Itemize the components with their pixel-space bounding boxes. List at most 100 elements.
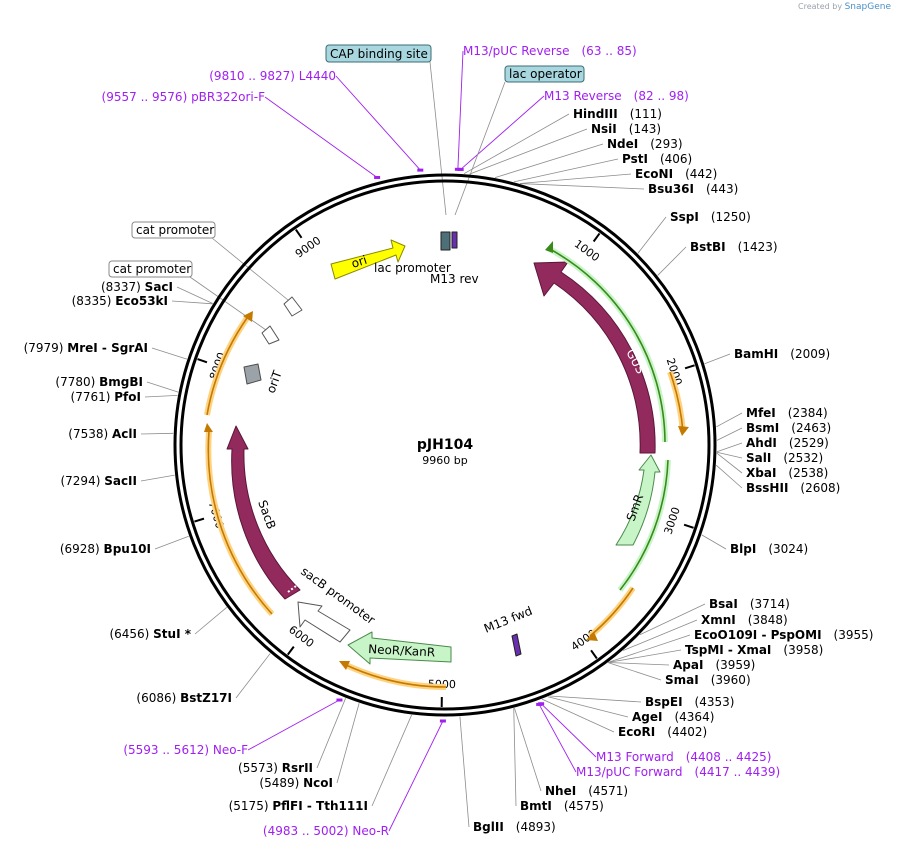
enzyme-label[interactable]: (6086) BstZ17I xyxy=(136,691,232,705)
callout-cat-promoter-1: cat promoter xyxy=(136,223,214,237)
enzyme-label[interactable]: MfeI(2384) xyxy=(746,406,828,420)
primer-label[interactable]: M13/pUC Forward(4417 .. 4439) xyxy=(576,765,780,779)
cat-promoter-2-feature[interactable] xyxy=(261,325,280,345)
orit-feature[interactable] xyxy=(243,363,262,385)
enzyme-connector xyxy=(701,534,727,550)
smr-feature[interactable] xyxy=(615,454,661,546)
site-labels: HindIII(111)NsiI(143)NdeI(293)PstI(406)E… xyxy=(24,44,874,838)
enzyme-label[interactable]: BglII(4893) xyxy=(473,820,556,834)
enzyme-connector xyxy=(235,653,271,699)
enzyme-label[interactable]: SmaI(3960) xyxy=(665,673,751,687)
enzyme-label[interactable]: (7761) PfoI xyxy=(71,390,141,404)
tick-label: 6000 xyxy=(286,623,316,650)
primer-label[interactable]: M13 Reverse(82 .. 98) xyxy=(544,89,689,103)
enzyme-label[interactable]: AhdI(2529) xyxy=(746,436,829,450)
enzyme-connector xyxy=(463,113,570,175)
enzyme-label[interactable]: (6456) StuI * xyxy=(109,627,191,641)
enzyme-connector xyxy=(520,183,645,190)
enzyme-label[interactable]: TspMI - XmaI(3958) xyxy=(685,643,823,657)
primer-connector xyxy=(388,720,444,832)
enzyme-label[interactable]: ApaI(3959) xyxy=(673,658,755,672)
enzyme-label[interactable]: Bsu36I(443) xyxy=(648,182,738,196)
enzyme-label[interactable]: BspEI(4353) xyxy=(645,695,734,709)
enzyme-label[interactable]: (7294) SacII xyxy=(60,474,137,488)
m13fwd-feature[interactable] xyxy=(511,633,522,657)
enzyme-label[interactable]: EcoRI(4402) xyxy=(618,725,707,739)
enzyme-connector xyxy=(151,347,188,360)
enzyme-label[interactable]: EcoO109I - PspOMI(3955) xyxy=(694,628,873,642)
lac-promoter-feature[interactable] xyxy=(440,231,451,251)
enzyme-connector xyxy=(513,708,517,807)
ori-feature[interactable] xyxy=(330,239,406,280)
enzyme-label[interactable]: NsiI(143) xyxy=(591,122,661,136)
enzyme-label[interactable]: BsmI(2463) xyxy=(746,421,831,435)
enzyme-label[interactable]: (7780) BmgBI xyxy=(55,375,143,389)
primer-mark xyxy=(457,167,464,171)
enzyme-connector xyxy=(171,300,213,305)
enzyme-label[interactable]: BamHI(2009) xyxy=(734,347,830,361)
primer-label[interactable]: M13/pUC Reverse(63 .. 85) xyxy=(463,44,637,58)
enzyme-label[interactable]: (5573) RsrII xyxy=(238,761,313,775)
m13rev-feature[interactable] xyxy=(451,231,458,249)
enzyme-label[interactable]: (7979) MreI - SgrAI xyxy=(24,341,148,355)
sacb-label: SacB xyxy=(255,498,278,531)
enzyme-label[interactable]: (8335) Eco53kI xyxy=(72,294,168,308)
enzyme-label[interactable]: (7538) AclI xyxy=(68,427,137,441)
cat-promoter-1-feature[interactable] xyxy=(283,296,303,317)
enzyme-connector xyxy=(336,702,360,784)
enzyme-label[interactable]: (6928) Bpu10I xyxy=(60,542,151,556)
gus-feature[interactable] xyxy=(533,261,656,454)
primer-label[interactable]: (4983 .. 5002) Neo-R xyxy=(263,824,389,838)
enzyme-connector xyxy=(639,603,706,636)
enzyme-connector xyxy=(140,474,175,482)
sacb-feature[interactable] xyxy=(226,425,301,600)
enzyme-label[interactable]: NdeI(293) xyxy=(607,137,683,151)
enzyme-connector xyxy=(144,394,178,398)
primer-label[interactable]: (9810 .. 9827) L4440 xyxy=(209,69,336,83)
enzyme-label[interactable]: PstI(406) xyxy=(622,152,692,166)
enzyme-connector xyxy=(176,286,213,304)
enzyme-label[interactable]: (5489) NcoI xyxy=(259,776,333,790)
enzyme-label[interactable]: HindIII(111) xyxy=(573,107,662,121)
enzyme-label[interactable]: BssHII(2608) xyxy=(746,481,840,495)
enzyme-label[interactable]: NheI(4571) xyxy=(545,784,628,798)
primer-label[interactable]: M13 Forward(4408 .. 4425) xyxy=(596,750,771,764)
enzyme-label[interactable]: BmtI(4575) xyxy=(520,799,604,813)
primer-label[interactable]: (5593 .. 5612) Neo-F xyxy=(123,743,248,757)
enzyme-label[interactable]: BstBI(1423) xyxy=(690,240,778,254)
tick-mark xyxy=(295,229,303,239)
enzyme-label[interactable]: BlpI(3024) xyxy=(730,542,808,556)
snapgene-credit: Created by SnapGene xyxy=(798,2,891,12)
enzyme-label[interactable]: BsaI(3714) xyxy=(709,597,790,611)
callout-connector xyxy=(454,81,506,216)
tick-mark xyxy=(684,364,695,370)
enzyme-connector xyxy=(657,246,687,276)
tick-mark xyxy=(590,649,598,660)
tick-label: 9000 xyxy=(293,234,323,261)
enzyme-connector xyxy=(716,412,743,428)
enzyme-connector xyxy=(194,607,228,635)
m13fwd-label: M13 fwd xyxy=(482,604,534,636)
enzyme-connector xyxy=(494,143,604,179)
enzyme-label[interactable]: AgeI(4364) xyxy=(632,710,714,724)
label-connectors xyxy=(140,50,743,832)
enzyme-label[interactable]: (5175) PflFI - Tth111I xyxy=(229,799,368,813)
lac-promoter-label: lac promoter xyxy=(374,261,451,275)
primer-label[interactable]: (9557 .. 9576) pBR322ori-F xyxy=(102,90,266,104)
sacb-promoter-feature[interactable] xyxy=(297,601,351,643)
enzyme-connector xyxy=(716,442,743,453)
enzyme-label[interactable]: (8337) SacI xyxy=(101,280,173,294)
neo-feature[interactable] xyxy=(347,631,452,665)
enzyme-label[interactable]: SspI(1250) xyxy=(670,210,751,224)
enzyme-connector xyxy=(716,427,743,441)
enzyme-label[interactable]: XbaI(2538) xyxy=(746,466,828,480)
enzyme-label[interactable]: SalI(2532) xyxy=(746,451,823,465)
primer-connector xyxy=(264,96,378,178)
callout-lac-operator: lac operator xyxy=(509,67,582,81)
enzyme-label[interactable]: EcoNI(442) xyxy=(635,167,717,181)
enzyme-connector xyxy=(519,173,632,184)
enzyme-label[interactable]: XmnI(3848) xyxy=(701,613,788,627)
annotation-arcs xyxy=(204,241,689,690)
